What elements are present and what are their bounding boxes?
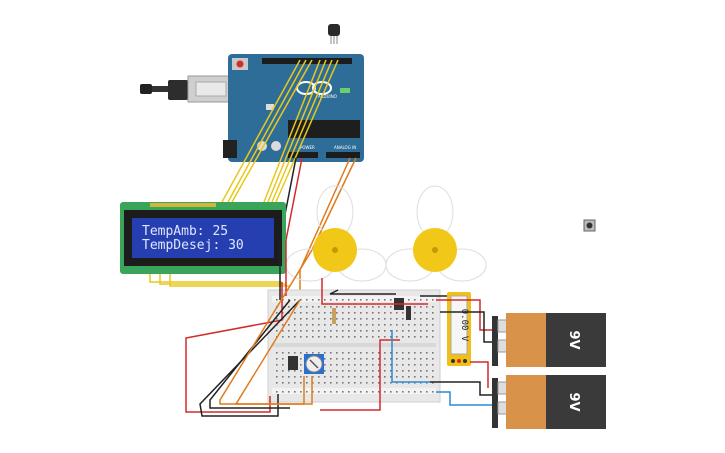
battery-2-label: 9V [566,392,581,411]
analog-label: ANALOG IN [334,145,356,150]
battery-9v-2[interactable]: 9V [492,375,606,429]
fan-motor-2[interactable] [385,185,487,282]
usb-cable-icon[interactable] [140,75,235,103]
lcd-line-2: TempDesej: 30 [142,238,244,253]
breadboard[interactable] [267,289,441,403]
tmp36-sensor-icon[interactable] [328,24,340,44]
breadboard-holes [276,299,434,393]
arduino-logo: ARDUINO [318,94,337,99]
arduino-board[interactable]: ARDUINO POWER ANALOG IN [223,54,364,162]
pushbutton-icon[interactable] [583,219,596,232]
power-label: POWER [300,145,315,150]
multimeter[interactable]: 0.00 V [447,292,471,366]
potentiometer-icon[interactable] [304,354,324,374]
battery-9v-1[interactable]: 9V [492,313,606,367]
resistor[interactable] [332,308,336,324]
fan-motor-1[interactable] [285,185,387,282]
transistor-2[interactable] [288,356,298,370]
arduino-power-wires [279,157,357,300]
lcd-display[interactable]: TempAmb: 25 TempDesej: 30 [120,202,286,274]
lcd-line-1: TempAmb: 25 [142,224,228,239]
yellow-wires [149,59,339,287]
battery-1-label: 9V [566,330,581,349]
multimeter-reading: 0.00 V [459,309,469,342]
battery-wires [430,299,496,406]
breadboard-wires [185,240,449,417]
